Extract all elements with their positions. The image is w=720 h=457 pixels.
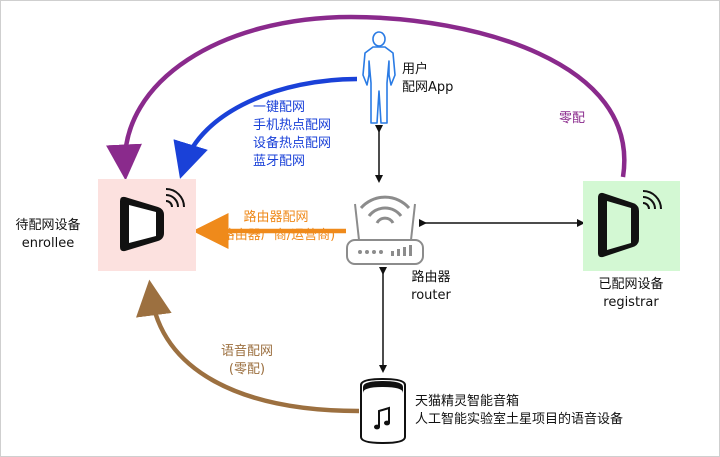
smart-device-icon — [120, 188, 185, 252]
zero-config-arrow — [105, 14, 627, 181]
router-label-line1: 路由器 — [411, 270, 451, 285]
voice-method-line2: (零配) — [228, 362, 266, 377]
voice-config-arrow — [136, 279, 360, 414]
router-method-label: 路由器配网 (路由器厂商/运营商) — [206, 209, 346, 245]
router-method-line2: (路由器厂商/运营商) — [216, 228, 336, 243]
enrollee-label-line1: 待配网设备 — [15, 218, 81, 233]
user-label-line1: 用户 — [402, 62, 429, 77]
registrar-device-box — [583, 181, 680, 271]
app-methods-list: 一键配网 手机热点配网 设备热点配网 蓝牙配网 — [253, 99, 331, 171]
app-method-item: 手机热点配网 — [253, 118, 332, 133]
registrar-label: 已配网设备 registrar — [585, 276, 677, 312]
router-label-line2: router — [411, 288, 451, 303]
smart-device-icon — [598, 190, 662, 258]
registrar-label-line2: registrar — [603, 295, 659, 310]
app-config-arrow — [173, 76, 358, 179]
registrar-label-line1: 已配网设备 — [598, 277, 664, 292]
enrollee-label-line2: enrollee — [21, 236, 75, 251]
speaker-label-line2: 人工智能实验室土星项目的语音设备 — [415, 412, 624, 427]
router-label: 路由器 router — [396, 269, 466, 305]
user-label-line2: 配网App — [402, 80, 454, 95]
enrollee-device-box — [98, 179, 196, 271]
app-method-item: 蓝牙配网 — [253, 154, 306, 169]
enrollee-label: 待配网设备 enrollee — [5, 217, 91, 253]
voice-method-label: 语音配网 (零配) — [207, 343, 287, 379]
user-label: 用户 配网App — [402, 61, 453, 97]
router-method-line1: 路由器配网 — [243, 210, 309, 225]
app-method-item: 设备热点配网 — [253, 136, 332, 151]
speaker-label: 天猫精灵智能音箱 人工智能实验室土星项目的语音设备 — [415, 393, 623, 429]
zero-config-label: 零配 — [559, 111, 586, 126]
app-method-item: 一键配网 — [253, 100, 306, 115]
voice-method-line1: 语音配网 — [220, 344, 273, 359]
speaker-label-line1: 天猫精灵智能音箱 — [415, 394, 520, 409]
